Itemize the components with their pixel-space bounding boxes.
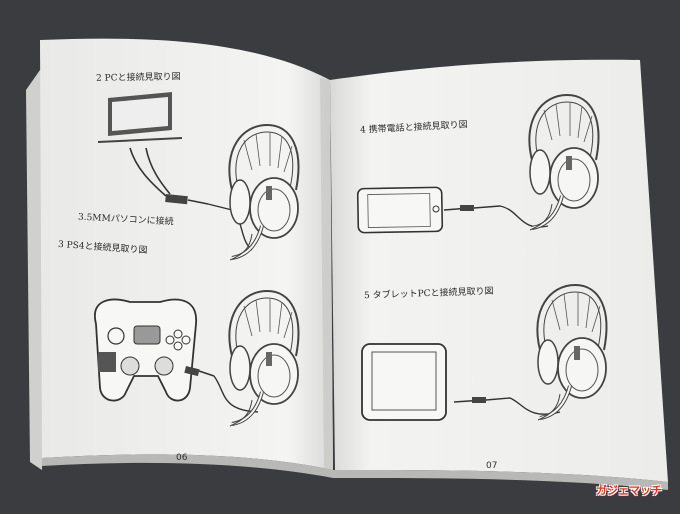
controller-icon (94, 298, 197, 402)
site-watermark: ガジェマッチ (596, 484, 662, 497)
page-number-right: 07 (486, 461, 498, 471)
phone-icon (356, 186, 444, 234)
tablet-icon (361, 343, 447, 421)
section-pc-title: 2 PCと接続見取り図 (95, 72, 181, 84)
monitor-icon (97, 92, 183, 143)
page-number-left: 06 (176, 453, 188, 463)
